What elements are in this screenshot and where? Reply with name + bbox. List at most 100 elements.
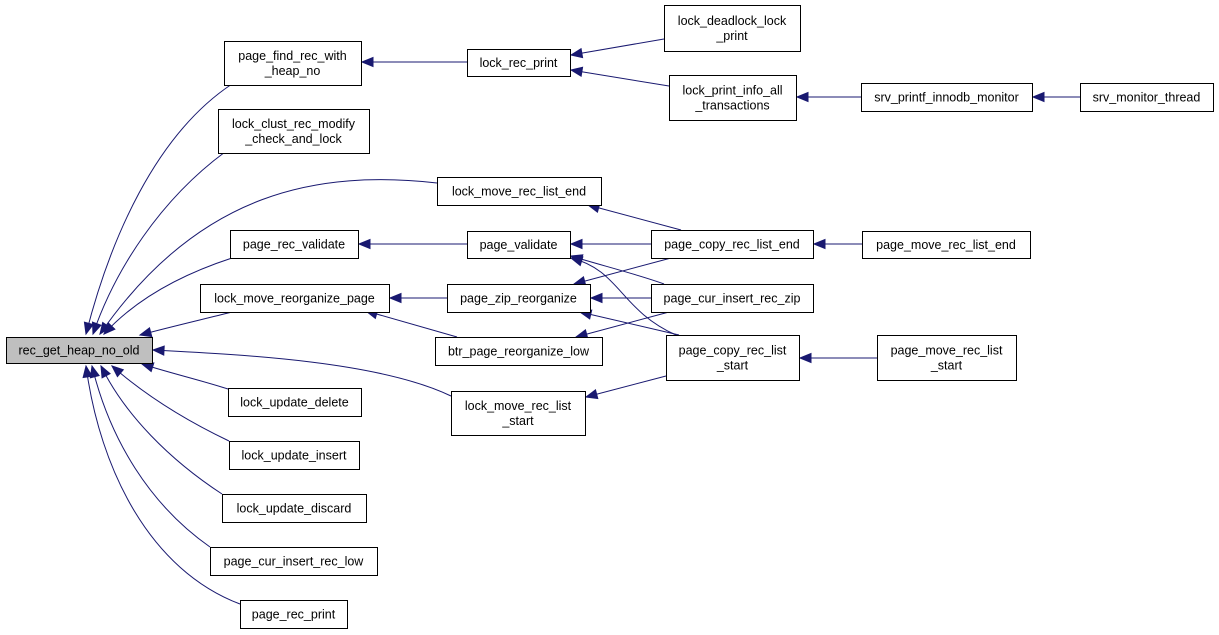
node-label: lock_rec_print: [480, 56, 558, 70]
arrowhead: [140, 362, 155, 373]
node-label: page_find_rec_with: [238, 49, 346, 63]
edge-lock_deadlock_lock_print-to-lock_rec_print: [569, 38, 665, 59]
node-label: page_rec_validate: [243, 238, 345, 252]
node-lock-update-delete[interactable]: lock_update_delete: [228, 388, 362, 417]
node-label: _heap_no: [264, 64, 321, 78]
root-node-box: [6, 337, 153, 364]
arrowhead: [151, 345, 165, 356]
node-srv-printf-innodb-monitor[interactable]: srv_printf_innodb_monitor: [861, 83, 1033, 112]
node-box: [861, 83, 1033, 112]
edge-lock_move_reorganize_page-to-rec_get_heap_no_old: [138, 311, 233, 338]
node-box: [228, 388, 362, 417]
node-srv-monitor-thread[interactable]: srv_monitor_thread: [1080, 83, 1214, 112]
node-page-copy-rec-list-end[interactable]: page_copy_rec_list_end: [651, 230, 814, 259]
arrowhead: [103, 322, 116, 335]
edge-lock_update_discard-to-rec_get_heap_no_old: [100, 364, 223, 495]
arrowhead: [388, 292, 402, 304]
node-box: [224, 41, 362, 86]
arrowhead: [110, 365, 125, 378]
node-box: [451, 391, 586, 436]
nodes-layer: rec_get_heap_no_old page_find_rec_with_he…: [6, 5, 1214, 629]
edge-page_copy_rec_list_end-to-lock_move_rec_list_end: [586, 202, 682, 231]
edge-page_move_rec_list_end-to-page_copy_rec_list_end: [812, 238, 862, 250]
node-lock-deadlock-lock-print[interactable]: lock_deadlock_lock_print: [664, 5, 801, 52]
node-lock-move-reorganize-page[interactable]: lock_move_reorganize_page: [200, 284, 390, 313]
node-label: btr_page_reorganize_low: [448, 345, 590, 359]
edge-line: [573, 257, 672, 285]
edge-line: [570, 38, 665, 56]
edge-page_cur_insert_rec_zip-to-page_zip_reorganize: [589, 292, 651, 304]
node-page-zip-reorganize[interactable]: page_zip_reorganize: [447, 284, 591, 313]
arrowhead: [1031, 91, 1045, 103]
edge-lock_update_insert-to-rec_get_heap_no_old: [110, 365, 230, 442]
edge-line: [99, 179, 438, 335]
edge-lock_update_delete-to-rec_get_heap_no_old: [140, 362, 229, 390]
arrowhead: [812, 238, 826, 250]
edge-line: [570, 257, 677, 336]
node-box: [651, 284, 814, 313]
node-box: [664, 5, 801, 52]
arrowhead: [360, 56, 374, 68]
node-lock-move-rec-list-end[interactable]: lock_move_rec_list_end: [437, 177, 602, 206]
arrowhead: [138, 327, 153, 338]
edge-page_validate-to-page_rec_validate: [357, 238, 467, 250]
edge-line: [85, 83, 233, 335]
node-lock-rec-print[interactable]: lock_rec_print: [467, 49, 571, 77]
node-page-cur-insert-rec-low[interactable]: page_cur_insert_rec_low: [210, 547, 378, 576]
node-page-rec-print[interactable]: page_rec_print: [240, 600, 348, 629]
edge-page_find_rec_with_heap_no-to-rec_get_heap_no_old: [83, 83, 233, 336]
node-label: page_move_rec_list_end: [876, 238, 1016, 252]
node-lock-update-insert[interactable]: lock_update_insert: [229, 441, 360, 470]
node-lock-print-info-all-transactions[interactable]: lock_print_info_all_transactions: [669, 75, 797, 121]
node-page-find-rec-with-heap-no[interactable]: page_find_rec_with_heap_no: [224, 41, 362, 86]
edge-srv_monitor_thread-to-srv_printf_innodb_monitor: [1031, 91, 1080, 103]
edge-page_copy_rec_list_end-to-page_zip_reorganize: [572, 257, 672, 287]
arrowhead: [798, 352, 812, 364]
node-box: [240, 600, 348, 629]
node-box: [447, 284, 591, 313]
node-label: lock_deadlock_lock: [678, 14, 787, 28]
node-page-move-rec-list-end[interactable]: page_move_rec_list_end: [862, 231, 1031, 259]
edge-line: [152, 349, 452, 397]
node-label: srv_monitor_thread: [1093, 91, 1201, 105]
edge-line: [365, 310, 458, 338]
node-label: lock_move_rec_list_end: [452, 185, 586, 199]
edge-line: [575, 311, 670, 338]
node-page-rec-validate[interactable]: page_rec_validate: [230, 230, 359, 259]
edge-line: [579, 311, 680, 336]
node-lock-move-rec-list-start[interactable]: lock_move_rec_list_start: [451, 391, 586, 436]
node-lock-clust-rec-modify-check-and-lock[interactable]: lock_clust_rec_modify_check_and_lock: [218, 109, 370, 154]
node-label: page_zip_reorganize: [460, 292, 577, 306]
node-label: _start: [716, 359, 749, 373]
arrowhead: [89, 364, 100, 379]
node-box: [229, 441, 360, 470]
node-label: page_cur_insert_rec_zip: [664, 292, 801, 306]
node-lock-update-discard[interactable]: lock_update_discard: [222, 494, 367, 523]
edge-line: [85, 365, 241, 605]
edge-line: [103, 257, 233, 335]
node-box: [666, 335, 800, 381]
arrowhead: [569, 47, 584, 59]
node-page-move-rec-list-start[interactable]: page_move_rec_list_start: [877, 335, 1017, 381]
edge-line: [111, 365, 230, 442]
node-page-copy-rec-list-start[interactable]: page_copy_rec_list_start: [666, 335, 800, 381]
node-rec-get-heap-no-old[interactable]: rec_get_heap_no_old: [6, 337, 153, 364]
node-box: [669, 75, 797, 121]
edge-page_cur_insert_rec_zip-to-btr_page_reorganize_low: [574, 311, 670, 340]
node-box: [1080, 83, 1214, 112]
node-label: _start: [930, 359, 963, 373]
node-label: _start: [501, 414, 534, 428]
arrowhead: [91, 321, 102, 336]
edge-line: [585, 375, 667, 398]
node-page-cur-insert-rec-zip[interactable]: page_cur_insert_rec_zip: [651, 284, 814, 313]
node-btr-page-reorganize-low[interactable]: btr_page_reorganize_low: [435, 337, 603, 366]
node-label: page_copy_rec_list_end: [664, 238, 800, 252]
edge-lock_move_rec_list_start-to-rec_get_heap_no_old: [151, 345, 452, 397]
arrowhead: [589, 292, 603, 304]
node-label: lock_move_reorganize_page: [214, 292, 375, 306]
node-page-validate[interactable]: page_validate: [467, 231, 571, 259]
edge-page_copy_rec_list_end-to-page_validate: [569, 238, 651, 250]
arrowhead: [569, 256, 584, 267]
edge-line: [570, 69, 670, 87]
